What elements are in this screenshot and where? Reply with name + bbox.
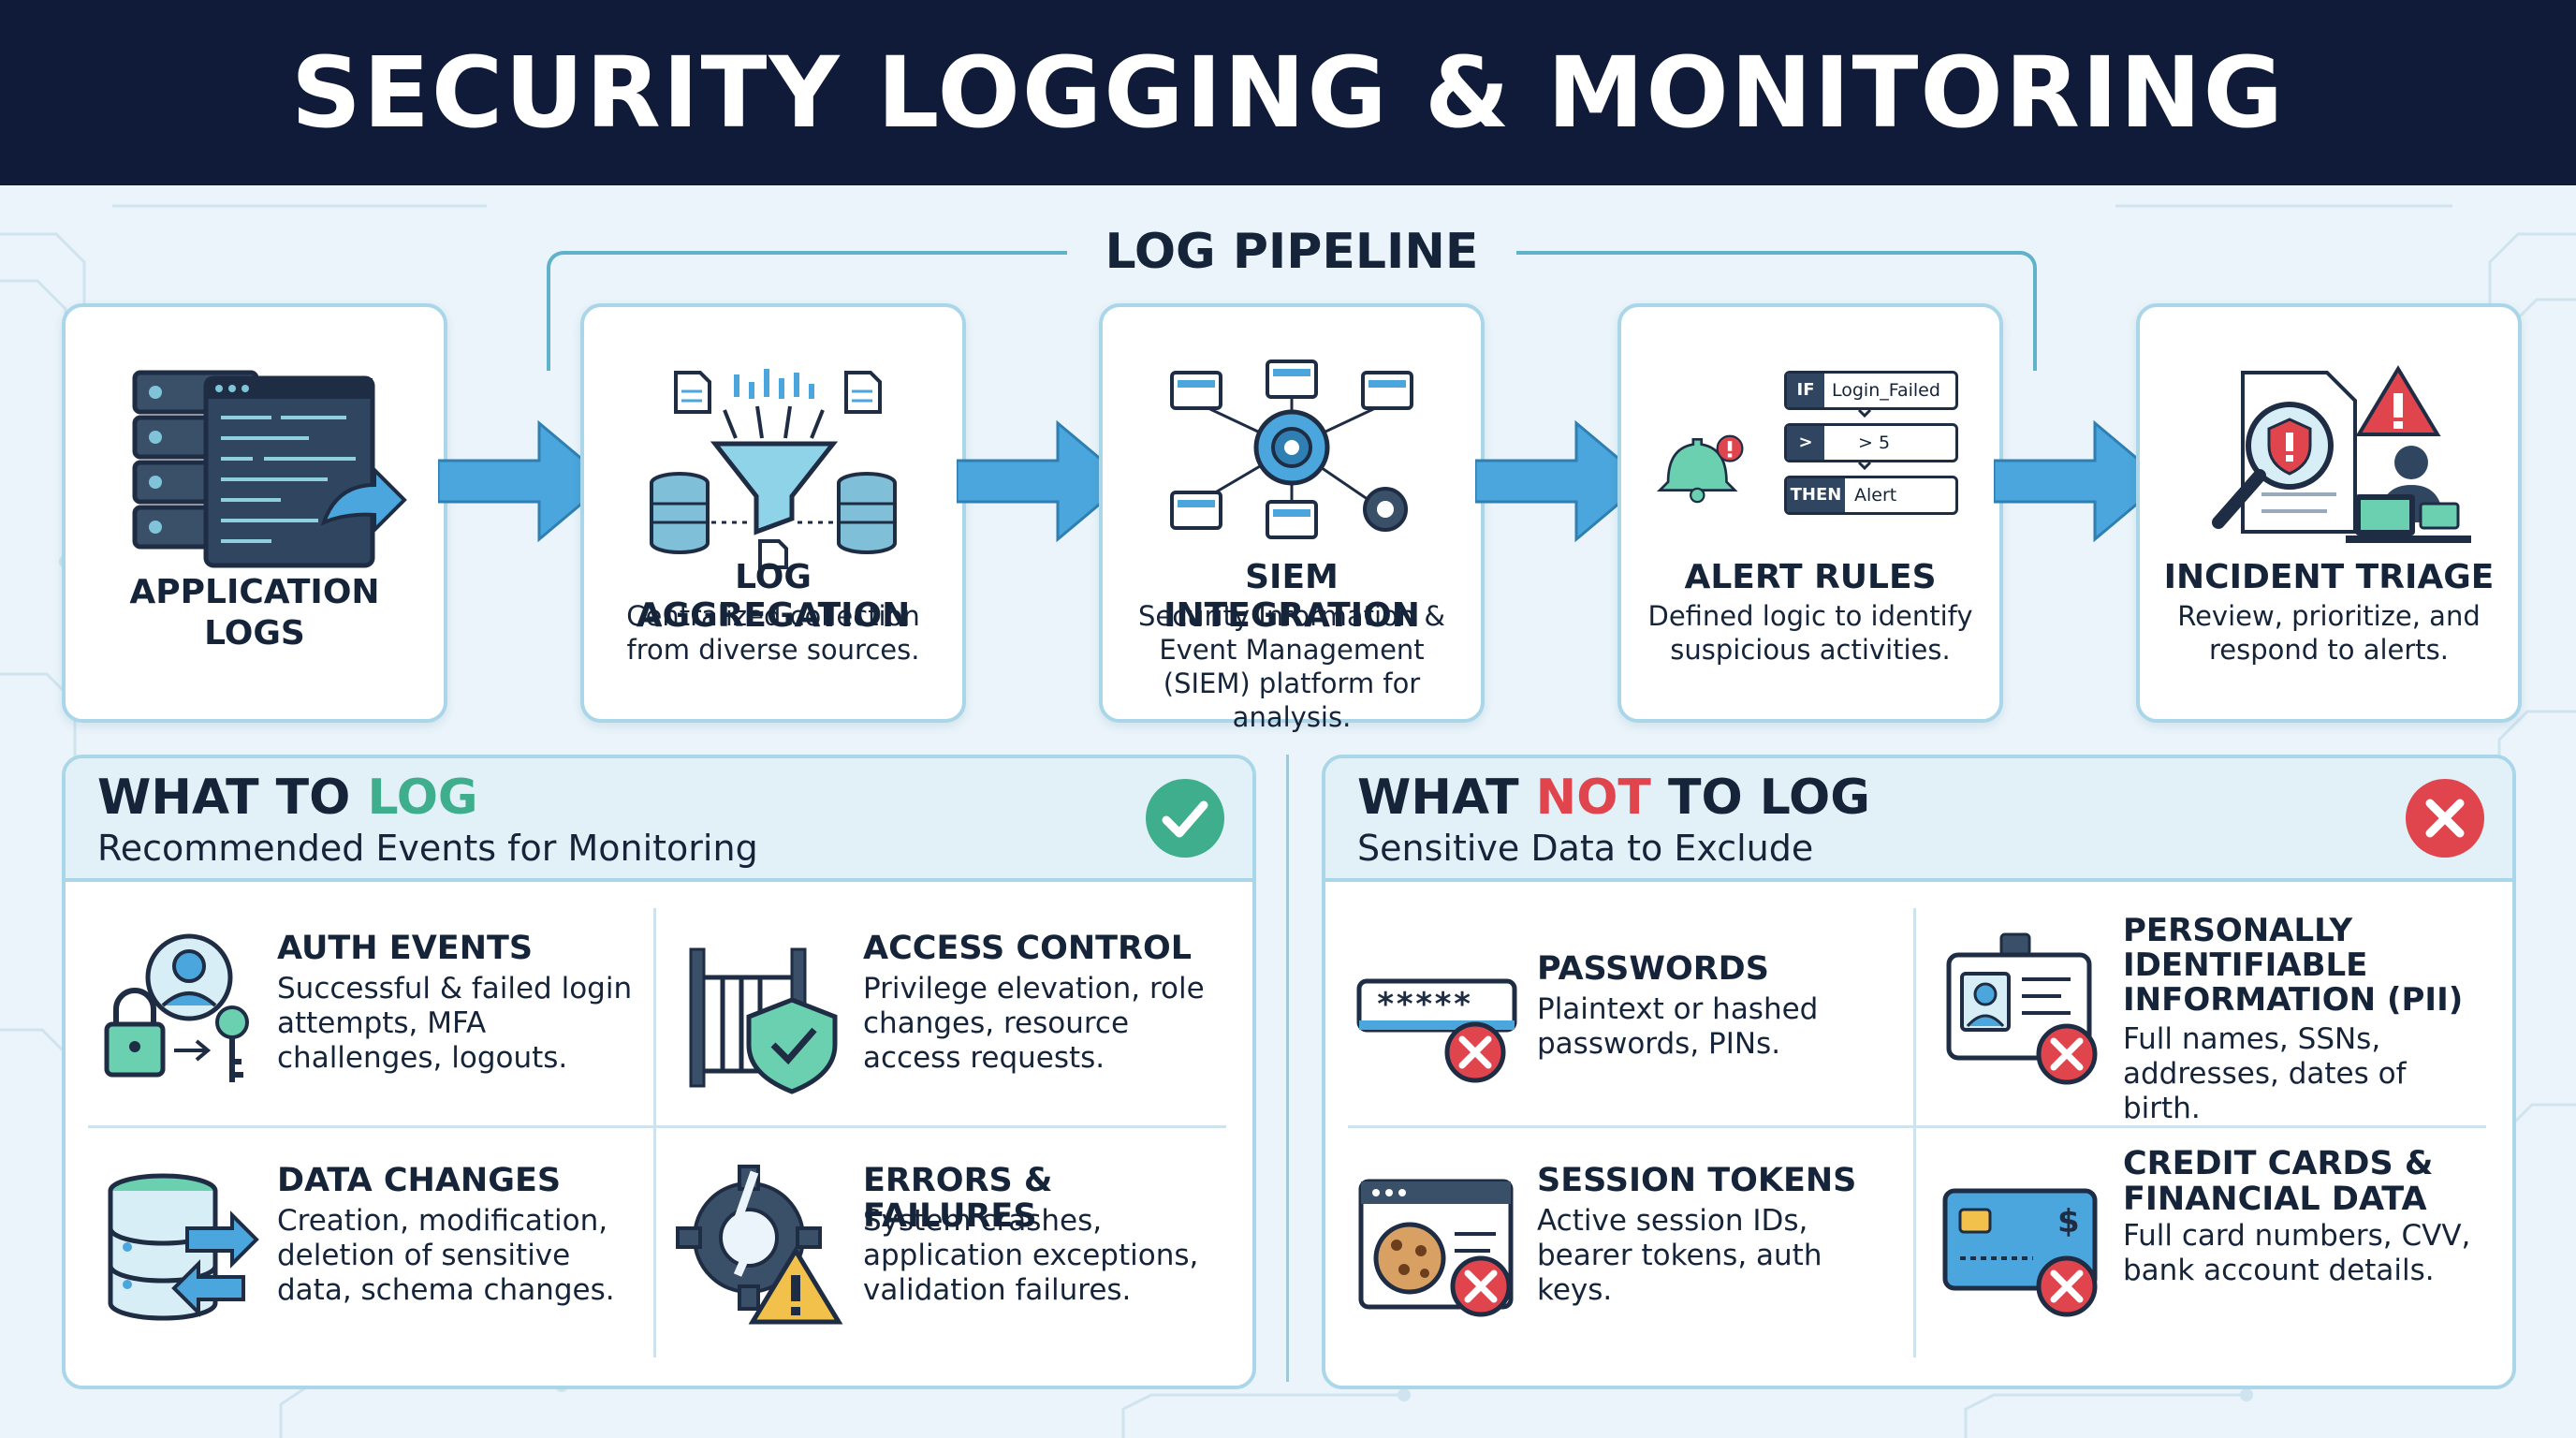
x-mark-icon — [2406, 779, 2484, 858]
password-mask: ***** — [1376, 986, 1471, 1023]
browser-cookie-icon — [1358, 1179, 1514, 1317]
item-title: AUTH EVENTS — [277, 930, 534, 967]
user-lock-key-icon — [104, 933, 249, 1082]
header-banner: SECURITY LOGGING & MONITORING — [0, 0, 2576, 185]
pipeline-step-log-aggregation: LOG AGGREGATION Centralized collection f… — [580, 303, 966, 723]
log-item-access-control: ACCESS CONTROL Privilege elevation, role… — [651, 899, 1222, 1114]
step-description: Security Information & Event Management … — [1137, 600, 1445, 733]
divider — [653, 908, 656, 1357]
panel-title: WHAT NOT TO LOG — [1357, 770, 1870, 826]
broken-gear-warning-icon — [676, 1165, 843, 1325]
rule-row-if: IF Login_Failed — [1784, 371, 1958, 410]
title-suffix: TO LOG — [1650, 770, 1870, 826]
panel-header: WHAT NOT TO LOG Sensitive Data to Exclud… — [1325, 758, 2512, 882]
server-logs-icon — [132, 370, 407, 568]
item-title: DATA CHANGES — [277, 1162, 562, 1199]
alert-bell-icon — [1656, 434, 1744, 504]
panel-title: WHAT TO LOG — [97, 770, 478, 826]
pipeline-label: LOG PIPELINE — [1067, 219, 1516, 285]
credit-card-icon: $ — [1942, 1188, 2098, 1317]
title-highlight: LOG — [367, 770, 478, 826]
item-title: ACCESS CONTROL — [863, 930, 1193, 967]
exclude-item-credit-cards: $ CREDIT CARDS & FINANCIAL DATA Full car… — [1911, 1131, 2482, 1346]
item-description: Full card numbers, CVV, bank account det… — [2123, 1219, 2471, 1287]
rule-then-label: THEN — [1787, 478, 1845, 512]
divider — [1913, 908, 1916, 1357]
item-description: Successful & failed login attempts, MFA … — [277, 972, 633, 1075]
gate-shield-icon — [689, 947, 838, 1094]
panel-header: WHAT TO LOG Recommended Events for Monit… — [66, 758, 1252, 882]
step-title: INCIDENT TRIAGE — [2163, 558, 2495, 596]
what-not-to-log-panel: WHAT NOT TO LOG Sensitive Data to Exclud… — [1322, 755, 2516, 1389]
page-title: SECURITY LOGGING & MONITORING — [290, 36, 2286, 150]
item-description: Privilege elevation, role changes, resou… — [863, 972, 1205, 1075]
exclude-item-session-tokens: SESSION TOKENS Active session IDs, beare… — [1325, 1131, 1896, 1346]
rule-row-then: THEN Alert — [1784, 476, 1958, 515]
item-description: Full names, SSNs, addresses, dates of bi… — [2123, 1022, 2407, 1125]
rule-chevrons — [1857, 408, 1872, 471]
item-description: Active session IDs, bearer tokens, auth … — [1537, 1204, 1822, 1307]
funnel-icon — [650, 369, 897, 569]
log-item-auth-events: AUTH EVENTS Successful & failed login at… — [66, 899, 637, 1114]
step-title: LOG AGGREGATION — [636, 558, 911, 635]
pipeline-arrow — [955, 418, 1131, 545]
step-title: APPLICATION — [129, 573, 380, 611]
dollar-sign-icon: $ — [2057, 1203, 2080, 1240]
incident-triage-icon — [2212, 365, 2471, 543]
pipeline-step-application-logs: APPLICATION LOGS — [62, 303, 447, 723]
item-description: Creation, modification, deletion of sens… — [277, 1204, 615, 1307]
what-to-log-panel: WHAT TO LOG Recommended Events for Monit… — [62, 755, 1256, 1389]
title-prefix: WHAT — [1357, 770, 1536, 826]
step-description: Defined logic to identify suspicious act… — [1647, 600, 1973, 666]
title-highlight: NOT — [1535, 770, 1651, 826]
log-item-data-changes: DATA CHANGES Creation, modification, del… — [66, 1131, 637, 1346]
panels-divider — [1286, 755, 1289, 1382]
pipeline-step-incident-triage: INCIDENT TRIAGE Review, prioritize, and … — [2136, 303, 2522, 723]
pipeline-arrow — [436, 418, 612, 545]
divider — [88, 1125, 1226, 1128]
step-title-line2: LOGS — [204, 614, 305, 653]
step-title: ALERT RULES — [1684, 558, 1937, 596]
checkmark-icon — [1146, 779, 1224, 858]
rule-then-value: Alert — [1854, 485, 1897, 506]
divider — [1348, 1125, 2486, 1128]
step-description: Centralized collection from diverse sour… — [626, 600, 920, 666]
exclude-item-pii: PERSONALLY IDENTIFIABLE INFORMATION (PII… — [1911, 899, 2482, 1125]
item-title: SESSION TOKENS — [1537, 1162, 1857, 1199]
item-description: Plaintext or hashed passwords, PINs. — [1537, 992, 1819, 1061]
pipeline-step-siem-integration: SIEM INTEGRATION Security Information & … — [1099, 303, 1485, 733]
password-field-icon: ***** — [1356, 978, 1517, 1083]
item-description: System crashes, application exceptions, … — [863, 1204, 1199, 1307]
title-prefix: WHAT TO — [97, 770, 368, 826]
pipeline-step-alert-rules: IF Login_Failed > > 5 THEN Alert ALERT R… — [1617, 303, 2003, 723]
pipeline-arrow — [1992, 418, 2168, 545]
step-description: Review, prioritize, and respond to alert… — [2177, 600, 2481, 666]
siem-network-icon — [1170, 360, 1413, 539]
item-title: ERRORS & FAILURES — [863, 1162, 1053, 1235]
id-card-icon — [1946, 932, 2098, 1085]
panel-subtitle: Sensitive Data to Exclude — [1357, 828, 1814, 869]
item-title: PERSONALLY IDENTIFIABLE INFORMATION (PII… — [2123, 912, 2464, 1019]
log-item-errors-failures: ERRORS & FAILURES System crashes, applic… — [651, 1131, 1222, 1346]
rule-if-value: Login_Failed — [1832, 380, 1940, 401]
exclude-item-passwords: ***** PASSWORDS Plaintext or hashed pass… — [1325, 899, 1896, 1114]
pipeline-arrow — [1473, 418, 1649, 545]
panel-subtitle: Recommended Events for Monitoring — [97, 828, 758, 869]
rule-op-value: > 5 — [1858, 433, 1891, 453]
rule-if-label: IF — [1787, 374, 1824, 407]
rule-row-op: > > 5 — [1784, 423, 1958, 462]
step-title: SIEM INTEGRATION — [1164, 558, 1420, 635]
item-title: CREDIT CARDS & FINANCIAL DATA — [2123, 1145, 2434, 1218]
database-sync-icon — [108, 1173, 259, 1321]
rule-op-label: > — [1787, 426, 1824, 460]
item-title: PASSWORDS — [1537, 950, 1769, 988]
